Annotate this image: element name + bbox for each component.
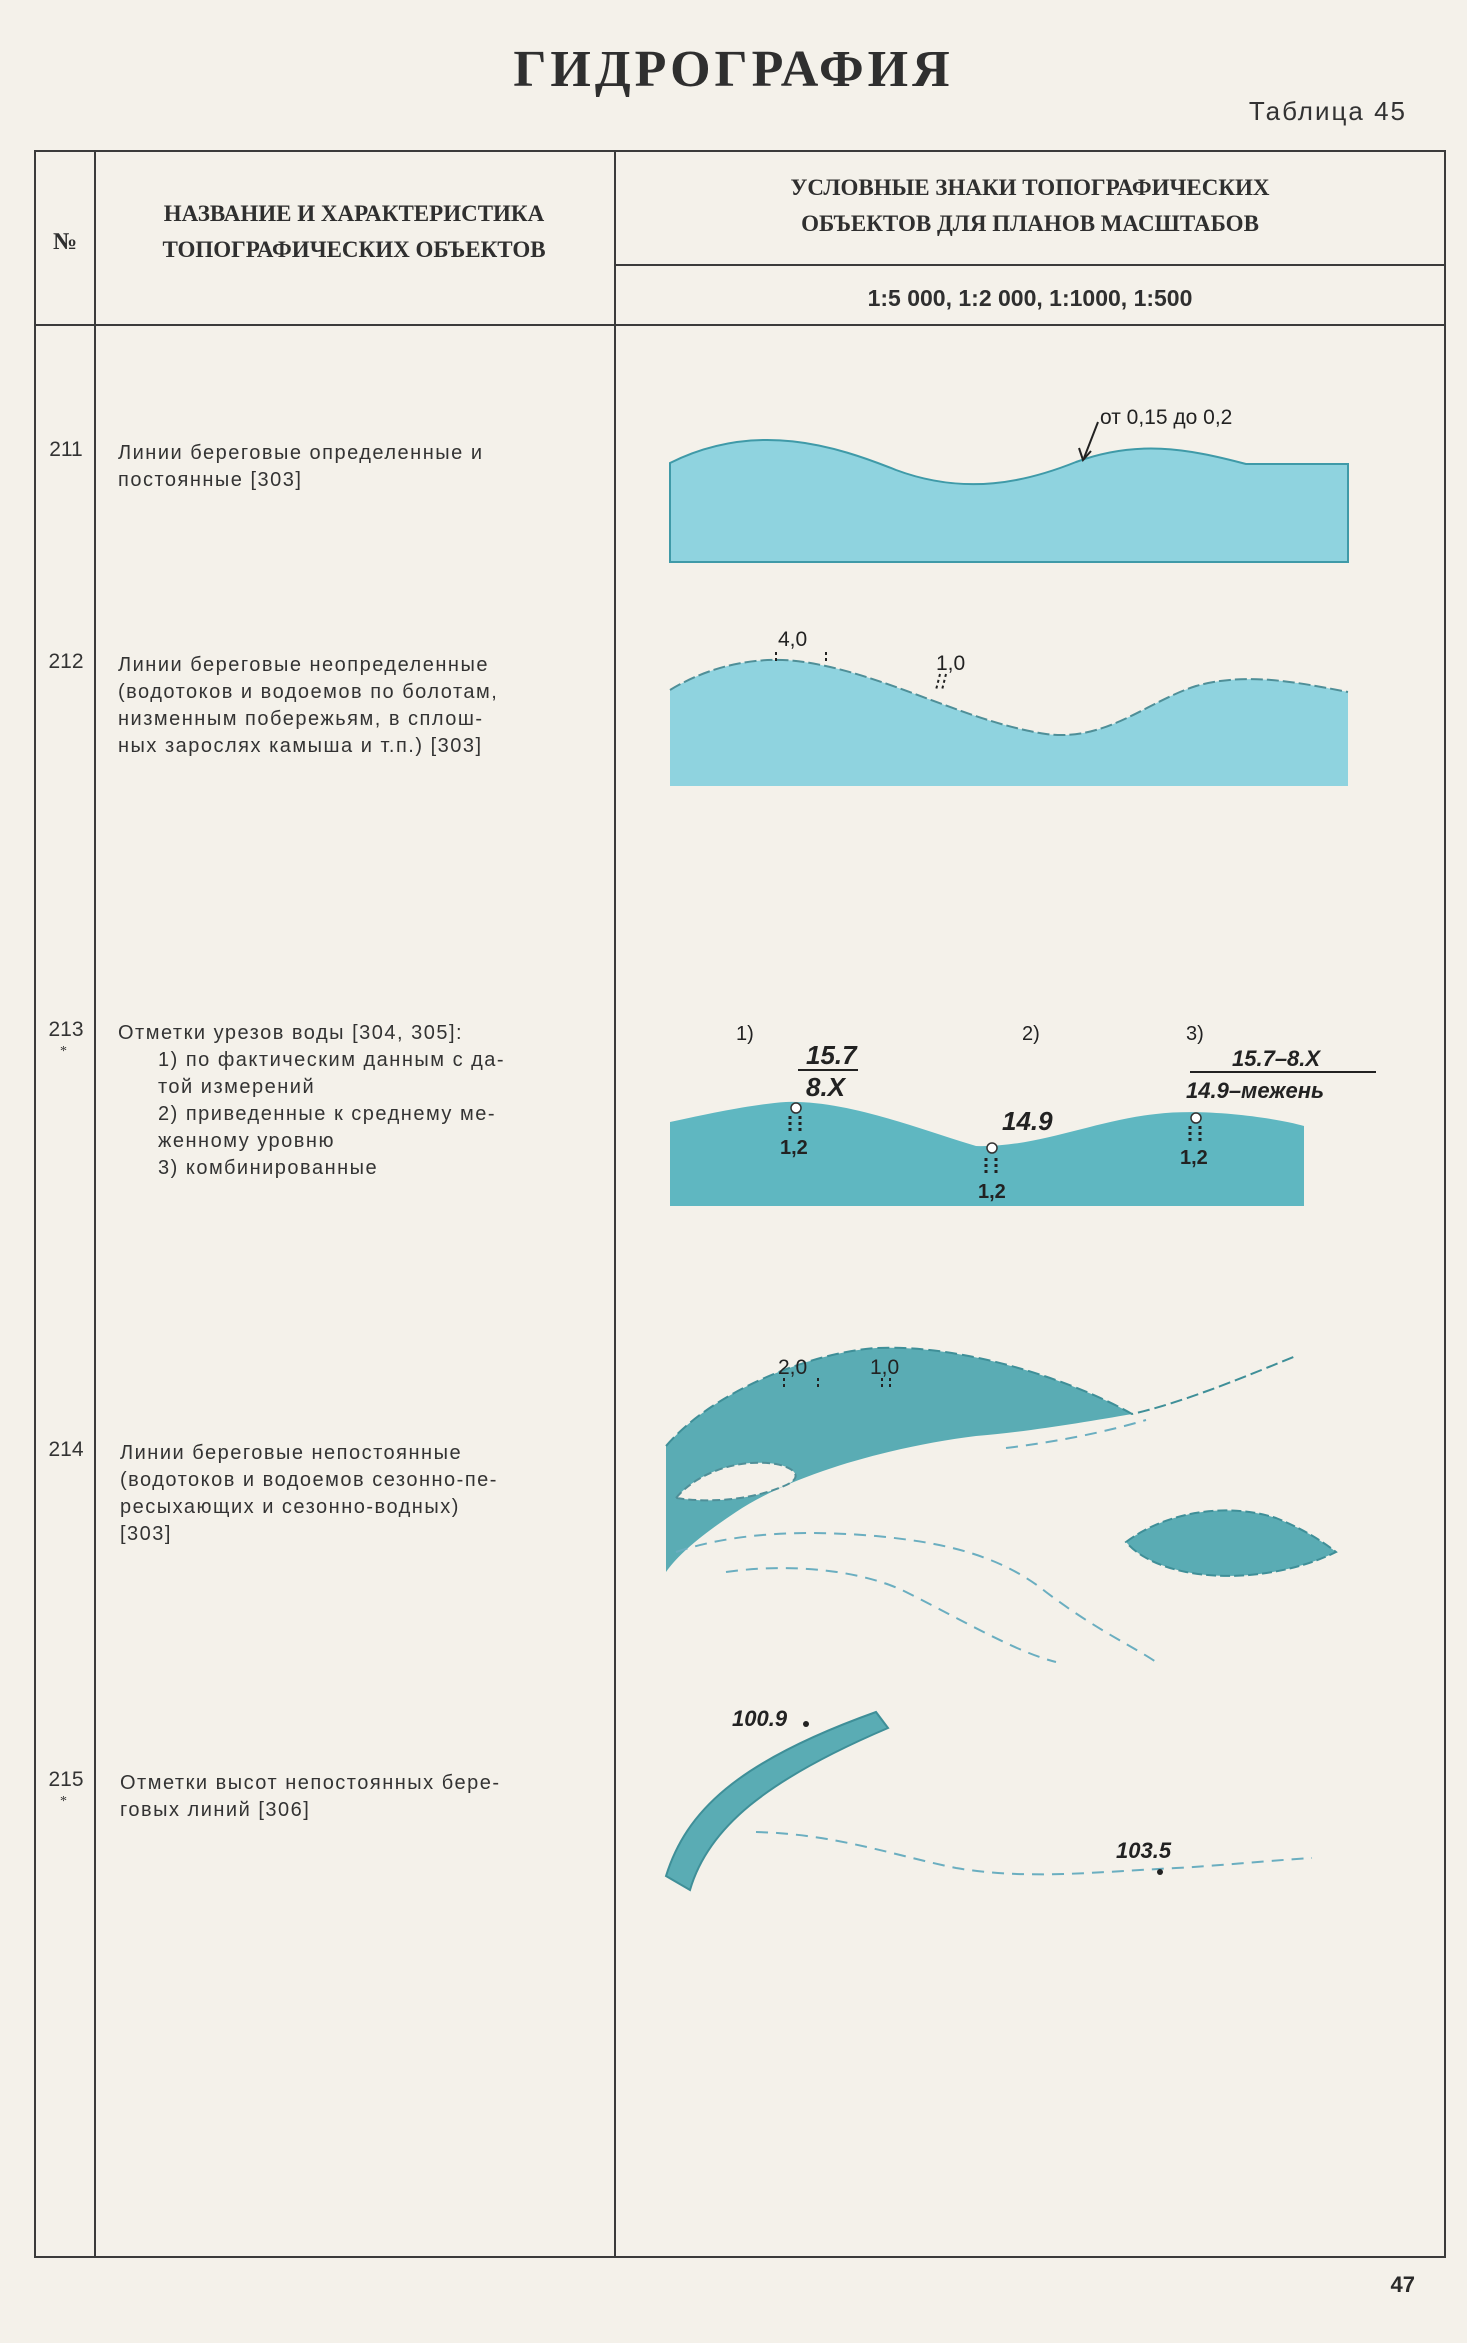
row-number-215: 215 — [48, 1768, 84, 1791]
header-subdivider — [614, 264, 1444, 266]
elev-213-1-top: 15.7 — [806, 1040, 858, 1070]
label-213-variant3: 3) — [1186, 1023, 1204, 1045]
row-213-line: 2) приведенные к среднему ме- — [158, 1103, 497, 1125]
symbols-artwork: от 0,15 до 0,2 4,0 1,0 1) 2) 3) 15.7 8.X… — [664, 406, 1376, 1892]
label-214-dash: 2,0 — [778, 1356, 807, 1379]
asterisk-mark: * — [60, 1794, 67, 1809]
elev-215-2: 103.5 — [1116, 1838, 1172, 1863]
point-215-2 — [1157, 1869, 1163, 1875]
header-signs-line1: УСЛОВНЫЕ ЗНАКИ ТОПОГРАФИЧЕСКИХ — [790, 175, 1270, 200]
row-number-213: 213 — [48, 1018, 84, 1041]
label-213-variant1: 1) — [736, 1023, 754, 1045]
dim-marks-213-2 — [984, 1158, 998, 1174]
sign-212-shoreline-indefinite: 4,0 1,0 — [669, 628, 1349, 786]
header-name: НАЗВАНИЕ И ХАРАКТЕРИСТИКА ТОПОГРАФИЧЕСКИ… — [94, 196, 614, 268]
dashed-channel-214 — [725, 1567, 1057, 1663]
dashed-shoreline-214 — [665, 1346, 1297, 1447]
row-212-line: низменным побережьям, в сплош- — [118, 708, 484, 730]
row-description-213: Отметки урезов воды [304, 305]: 1) по фа… — [118, 1020, 598, 1182]
row-213-line: женному уровню — [158, 1130, 335, 1152]
symbols-table: № НАЗВАНИЕ И ХАРАКТЕРИСТИКА ТОПОГРАФИЧЕС… — [34, 150, 1446, 2258]
sign-214-shoreline-seasonal: 2,0 1,0 — [665, 1346, 1338, 1663]
edge-point-213-3 — [1190, 1112, 1202, 1124]
column-divider-1 — [94, 152, 96, 2256]
row-number-211: 211 — [49, 438, 83, 461]
label-212-dash: 4,0 — [778, 628, 807, 651]
edge-point-213-1 — [790, 1102, 802, 1114]
dim-marks-213-3 — [1188, 1126, 1202, 1142]
dim-marks-213-1 — [788, 1116, 802, 1132]
elev-213-3-bottom: 14.9–межень — [1186, 1078, 1324, 1103]
sign-215-elevations: 100.9 103.5 — [664, 1706, 1313, 1892]
page-number: 47 — [1390, 2272, 1415, 2297]
dim-marks-214 — [783, 1378, 891, 1390]
sign-211-shoreline-permanent: от 0,15 до 0,2 — [669, 406, 1349, 563]
row-213-line: Отметки урезов воды [304, 305]: — [118, 1022, 464, 1044]
row-214-line: ресыхающих и сезонно-водных) — [120, 1496, 460, 1518]
band-215 — [664, 1710, 890, 1892]
column-divider-2 — [614, 152, 616, 2256]
header-name-line1: НАЗВАНИЕ И ХАРАКТЕРИСТИКА — [163, 201, 545, 226]
row-211-line: постоянные [303] — [118, 469, 303, 491]
water-fill-212 — [670, 659, 1348, 786]
size-213-1: 1,2 — [780, 1137, 808, 1159]
row-213-line: той измерений — [158, 1076, 316, 1098]
island-214 — [674, 1461, 797, 1502]
water-fill-213 — [670, 1101, 1304, 1206]
row-213-line: 1) по фактическим данным с да- — [158, 1049, 506, 1071]
edge-point-213-2 — [986, 1142, 998, 1154]
page-title: ГИДРОГРАФИЯ — [513, 41, 954, 98]
water-fill-214 — [666, 1347, 1132, 1572]
row-215-line: говых линий [306] — [120, 1799, 311, 1821]
size-213-3: 1,2 — [1180, 1147, 1208, 1169]
row-214-line: Линии береговые непостоянные — [120, 1442, 463, 1464]
label-214-gap: 1,0 — [870, 1356, 899, 1379]
header-bottom-line — [36, 324, 1444, 326]
row-212-line: Линии береговые неопределенные — [118, 654, 489, 676]
elev-213-1-bottom: 8.X — [806, 1072, 847, 1102]
row-212-line: (водотоков и водоемов по болотам, — [118, 681, 499, 703]
header-signs: УСЛОВНЫЕ ЗНАКИ ТОПОГРАФИЧЕСКИХ ОБЪЕКТОВ … — [614, 170, 1446, 242]
elev-215-1: 100.9 — [732, 1706, 788, 1731]
header-scales: 1:5 000, 1:2 000, 1:1000, 1:500 — [867, 285, 1193, 311]
size-213-2: 1,2 — [978, 1181, 1006, 1203]
dashed-tail-214 — [1005, 1419, 1147, 1449]
row-214-line: [303] — [120, 1523, 172, 1545]
label-212-gap: 1,0 — [936, 652, 965, 675]
table-number: Таблица 45 — [1248, 96, 1407, 126]
dashed-shoreline-212 — [669, 658, 1349, 737]
row-description-212: Линии береговые неопределенные (водотоко… — [118, 652, 598, 760]
row-212-line: ных зарослях камыша и т.п.) [303] — [118, 735, 483, 757]
elev-213-3-top: 15.7–8.X — [1232, 1046, 1321, 1071]
row-211-line: Линии береговые определенные и — [118, 442, 484, 464]
arrowhead-icon — [1078, 447, 1092, 462]
row-description-214: Линии береговые непостоянные (водотоков … — [120, 1440, 600, 1548]
header-name-line2: ТОПОГРАФИЧЕСКИХ ОБЪЕКТОВ — [162, 237, 546, 262]
row-number-212: 212 — [48, 650, 84, 673]
label-211-width: от 0,15 до 0,2 — [1100, 406, 1232, 429]
dashed-lower-shore-214 — [675, 1532, 1157, 1663]
header-number: № — [52, 229, 78, 255]
sign-213-water-edge-marks: 1) 2) 3) 15.7 8.X 1,2 14.9 1,2 15.7–8.X … — [670, 1023, 1376, 1206]
row-214-line: (водотоков и водоемов сезонно-пе- — [120, 1469, 498, 1491]
dashed-shore-215 — [755, 1831, 1313, 1876]
point-215-1 — [803, 1721, 809, 1727]
pointer-arrow-icon — [1083, 421, 1099, 459]
water-fill-211 — [669, 438, 1349, 563]
row-215-line: Отметки высот непостоянных бере- — [120, 1772, 501, 1794]
label-213-variant2: 2) — [1022, 1023, 1040, 1045]
lake-214 — [1124, 1509, 1338, 1577]
row-number-214: 214 — [48, 1438, 84, 1461]
row-description-211: Линии береговые определенные и постоянны… — [118, 440, 598, 494]
row-213-line: 3) комбинированные — [158, 1157, 379, 1179]
row-description-215: Отметки высот непостоянных бере- говых л… — [120, 1770, 600, 1824]
header-signs-line2: ОБЪЕКТОВ ДЛЯ ПЛАНОВ МАСШТАБОВ — [801, 211, 1259, 236]
asterisk-mark: * — [60, 1044, 67, 1059]
elev-213-2: 14.9 — [1002, 1106, 1053, 1136]
